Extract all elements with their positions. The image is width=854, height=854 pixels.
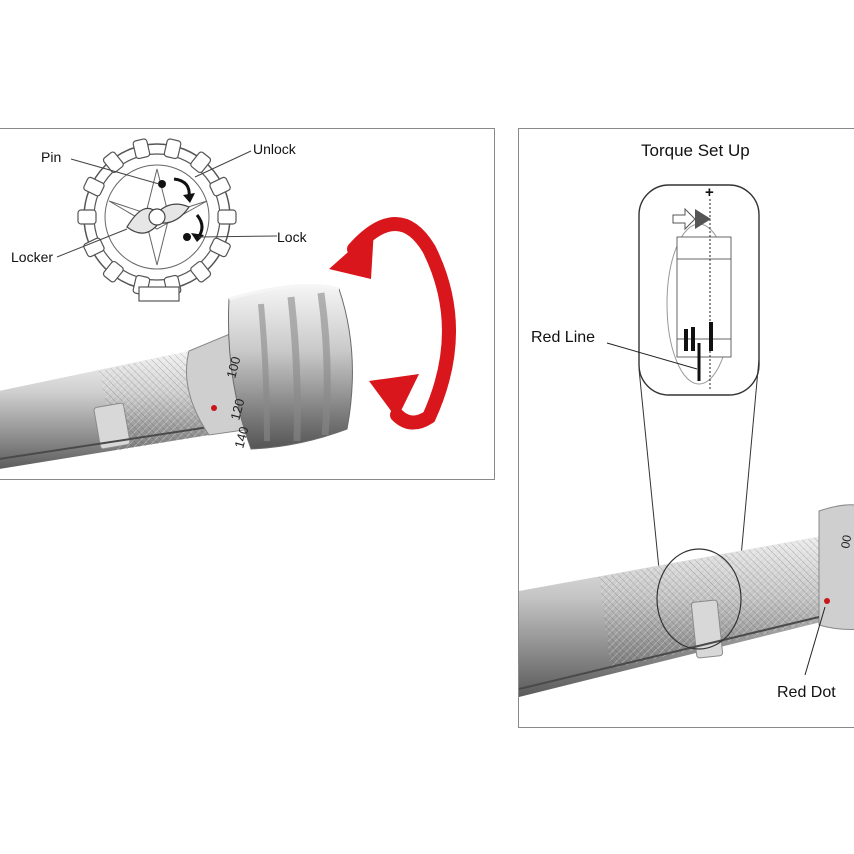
unlock-leader-line <box>194 150 252 178</box>
scale-mark-140: 140 <box>231 425 251 450</box>
locker-callout-label: Locker <box>11 249 54 265</box>
gear-tooth <box>217 209 237 225</box>
gear-tooth <box>190 260 212 283</box>
locker-leader-line <box>56 228 128 258</box>
wrench-handle-illustration: 100 120 140 <box>0 138 456 469</box>
locker-gear-diagram <box>77 138 237 302</box>
magnifier-circle <box>656 548 742 650</box>
pin-leader-line <box>70 158 160 185</box>
gear-tooth <box>209 176 231 197</box>
scale-mark-00: 00 <box>838 534 854 550</box>
lock-callout-label: Lock <box>277 229 307 245</box>
gear-tooth <box>132 138 151 160</box>
gear-tooth <box>102 151 124 174</box>
gear-tooth <box>77 209 97 225</box>
gear-tooth <box>83 237 105 258</box>
unlock-callout-label: Unlock <box>253 141 296 157</box>
red-dot-callout-label: Red Dot <box>777 684 836 701</box>
red-line-callout-label: Red Line <box>531 329 596 346</box>
red-dot-marker <box>824 598 830 604</box>
gear-tooth <box>102 260 124 283</box>
gear-tooth <box>163 138 182 160</box>
scale-mark-120: 120 <box>227 397 247 422</box>
magnified-scale-inset <box>638 184 760 396</box>
lock-leader-line <box>198 235 278 238</box>
gear-tooth <box>190 151 212 174</box>
red-line-leader <box>606 342 698 370</box>
gear-tooth <box>209 237 231 258</box>
pin-callout-label: Pin <box>41 149 62 165</box>
torque-setup-illustration: + 00 <box>519 184 854 697</box>
gear-tooth <box>83 176 105 197</box>
red-dot-marker <box>211 405 217 411</box>
torque-setup-panel: Torque Set Up <box>518 128 854 728</box>
plus-sign: + <box>705 184 714 201</box>
red-dot-leader <box>804 606 826 676</box>
adjustment-knob <box>227 284 353 450</box>
panel-title: Torque Set Up <box>641 141 750 160</box>
scale-mark-100: 100 <box>223 355 243 380</box>
handle-shaft <box>519 504 854 697</box>
handle-shaft <box>0 351 210 469</box>
rotation-arrow-red <box>329 217 456 430</box>
lock-illustration-panel: 100 120 140 Pin Unlock Locker Lock <box>0 128 495 480</box>
